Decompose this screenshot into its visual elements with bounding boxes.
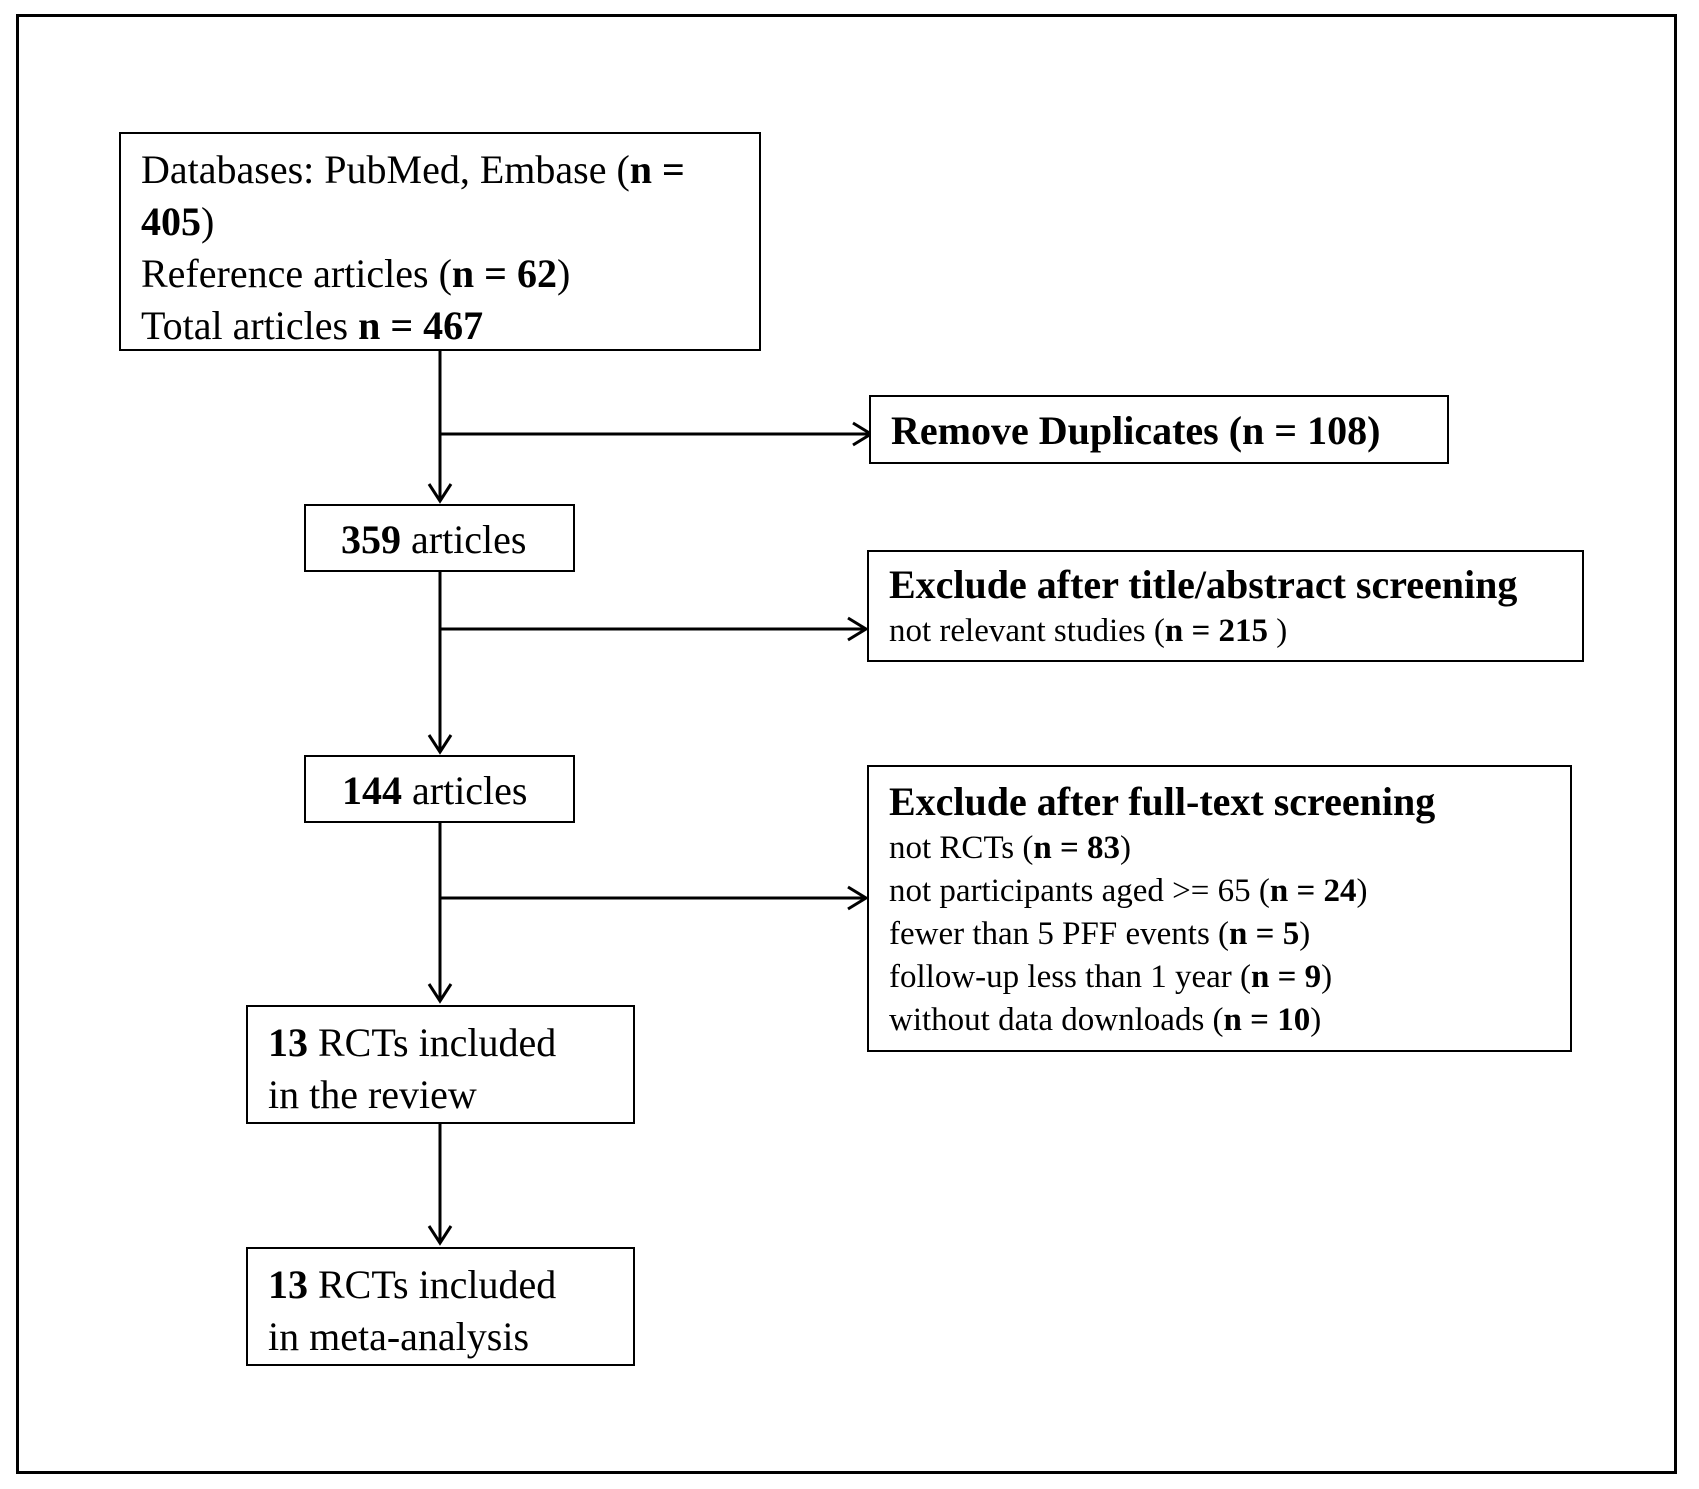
review-count: 13 xyxy=(268,1020,308,1065)
articles-359-count: 359 xyxy=(341,517,401,562)
duplicates-heading: Remove Duplicates (n = 108) xyxy=(891,406,1447,456)
reason-text: not relevant studies ( xyxy=(889,613,1165,649)
review-line2: in the review xyxy=(268,1072,477,1117)
articles-359-line: 359 articles xyxy=(341,514,573,566)
reference-text: Reference articles ( xyxy=(141,251,452,296)
total-n: n = 467 xyxy=(358,303,484,348)
meta-box: 13 RCTs included in meta-analysis xyxy=(246,1247,635,1366)
articles-359-label: articles xyxy=(401,517,527,562)
figure-frame xyxy=(16,14,1677,1474)
fulltext-heading: Exclude after full-text screening xyxy=(889,779,1436,824)
paren-close: ) xyxy=(1367,408,1381,453)
reason-text: fewer than 5 PFF events ( xyxy=(889,916,1230,952)
reason-n: n = 10 xyxy=(1223,1002,1311,1038)
reason-text: follow-up less than 1 year ( xyxy=(889,959,1251,995)
databases-n-value: 405 xyxy=(141,199,201,244)
articles-144-box: 144 articles xyxy=(304,755,575,823)
duplicates-box: Remove Duplicates (n = 108) xyxy=(869,395,1449,464)
arrowhead-359 xyxy=(427,483,453,504)
review-label: RCTs included xyxy=(308,1020,557,1065)
paren-close: ) xyxy=(1310,1002,1322,1038)
fulltext-reason: not RCTs (n = 83) xyxy=(889,827,1570,870)
arrowhead-meta xyxy=(427,1225,453,1246)
title-abstract-heading: Exclude after title/abstract screening xyxy=(889,562,1518,607)
reference-n: n = 62 xyxy=(451,251,557,296)
reason-n: n = 83 xyxy=(1033,830,1121,866)
meta-line1: 13 RCTs included xyxy=(268,1259,633,1311)
fulltext-exclusion-box: Exclude after full-text screening not RC… xyxy=(867,765,1572,1052)
sources-line-total: Total articles n = 467 xyxy=(141,300,759,352)
arrowhead-review xyxy=(427,983,453,1004)
databases-n-label: n = xyxy=(629,147,685,192)
paren-close: ) xyxy=(1268,613,1288,649)
articles-144-label: articles xyxy=(402,768,528,813)
paren-close: ) xyxy=(201,199,215,244)
review-box: 13 RCTs included in the review xyxy=(246,1005,635,1124)
paren-close: ) xyxy=(1120,830,1132,866)
reason-text: not RCTs ( xyxy=(889,830,1034,866)
total-text: Total articles xyxy=(141,303,359,348)
arrowhead-fulltext xyxy=(847,885,869,911)
paren-close: ) xyxy=(1356,873,1368,909)
reason-n: n = 215 xyxy=(1164,613,1269,649)
articles-144-count: 144 xyxy=(342,768,402,813)
articles-359-box: 359 articles xyxy=(304,504,575,572)
fulltext-reason: fewer than 5 PFF events (n = 5) xyxy=(889,913,1570,956)
fulltext-reason: not participants aged >= 65 (n = 24) xyxy=(889,870,1570,913)
meta-line2: in meta-analysis xyxy=(268,1314,530,1359)
sources-box: Databases: PubMed, Embase (n = 405) Refe… xyxy=(119,132,761,351)
meta-label: RCTs included xyxy=(308,1262,557,1307)
arrowhead-144 xyxy=(427,734,453,755)
reason-n: n = 5 xyxy=(1229,916,1300,952)
title-abstract-exclusion-box: Exclude after title/abstract screening n… xyxy=(867,550,1584,662)
sources-line-databases: Databases: PubMed, Embase (n = xyxy=(141,144,759,196)
sources-line-databases-count: 405) xyxy=(141,196,759,248)
review-line1: 13 RCTs included xyxy=(268,1017,633,1069)
duplicates-n: n = 108 xyxy=(1242,408,1368,453)
paren-close: ) xyxy=(1321,959,1333,995)
fulltext-reason: without data downloads (n = 10) xyxy=(889,999,1570,1042)
paren-close: ) xyxy=(1299,916,1311,952)
fulltext-reason: follow-up less than 1 year (n = 9) xyxy=(889,956,1570,999)
meta-count: 13 xyxy=(268,1262,308,1307)
sources-line-reference: Reference articles (n = 62) xyxy=(141,248,759,300)
reason-n: n = 24 xyxy=(1269,873,1357,909)
title-abstract-reason: not relevant studies (n = 215 ) xyxy=(889,610,1582,653)
paren-close: ) xyxy=(556,251,571,296)
reason-n: n = 9 xyxy=(1251,959,1322,995)
databases-text: Databases: PubMed, Embase ( xyxy=(141,147,630,192)
arrowhead-title-abstract xyxy=(847,616,869,642)
articles-144-line: 144 articles xyxy=(342,765,573,817)
reason-text: not participants aged >= 65 ( xyxy=(889,873,1270,909)
duplicates-label: Remove Duplicates ( xyxy=(891,408,1243,453)
reason-text: without data downloads ( xyxy=(889,1002,1224,1038)
